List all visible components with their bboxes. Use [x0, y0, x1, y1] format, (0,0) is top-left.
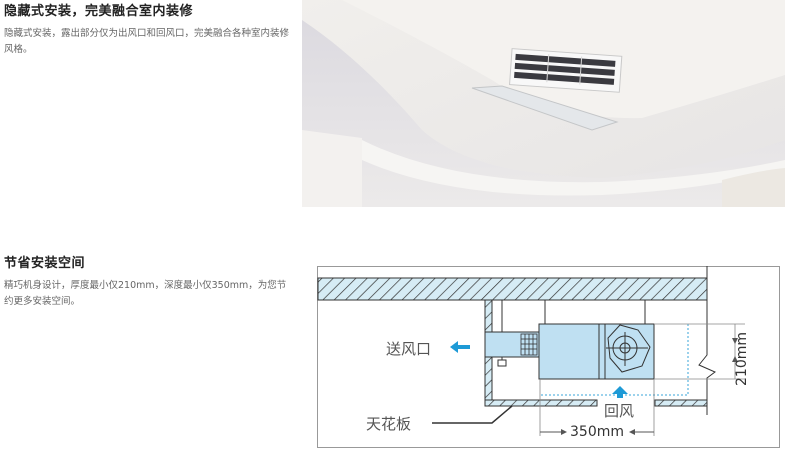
supply-arrow-icon — [450, 341, 458, 353]
ceiling-label: 天花板 — [366, 415, 412, 433]
section-space-saving: 节省安装空间 精巧机身设计，厚度最小仅210mm，深度最小仅350mm，为您节约… — [4, 256, 294, 310]
section-description: 精巧机身设计，厚度最小仅210mm，深度最小仅350mm，为您节约更多安装空间。 — [4, 280, 287, 307]
section-title: 节省安装空间 — [4, 256, 86, 271]
supply-outlet-label: 送风口 — [386, 340, 432, 358]
suspended-ceiling — [484, 399, 598, 407]
height-dimension: 210mm — [734, 332, 750, 386]
section-title: 隐藏式安装，完美融合室内装修 — [4, 4, 194, 19]
indoor-unit — [538, 323, 655, 380]
return-panel — [471, 85, 619, 131]
ceiling-slab — [317, 277, 708, 301]
return-arrow-icon — [612, 386, 628, 394]
return-air-label: 回风 — [604, 402, 635, 420]
ceiling-photo — [302, 0, 785, 207]
supply-grille — [509, 48, 623, 93]
section-hidden-install: 隐藏式安装，完美融合室内装修 隐藏式安装，露出部分仅为出风口和回风口，完美融合各… — [4, 4, 294, 58]
section-description: 隐藏式安装，露出部分仅为出风口和回风口，完美融合各种室内装修风格。 — [4, 28, 290, 55]
depth-dimension: 350mm — [570, 424, 624, 440]
